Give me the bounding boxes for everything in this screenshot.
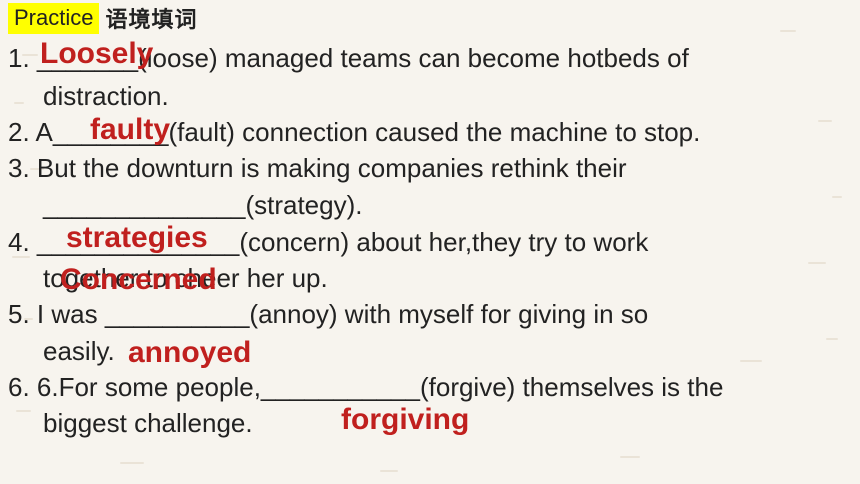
question-5-line-2: easily. <box>43 336 115 366</box>
answer-1: Loosely <box>40 37 154 70</box>
question-4-line-1: 4. ______________(concern) about her,the… <box>8 227 649 257</box>
question-3-line-2: ______________(strategy). <box>43 190 363 220</box>
question-6-line-2: biggest challenge. <box>43 408 253 438</box>
question-4-line-2: together to cheer her up. <box>43 263 328 293</box>
question-6-line-1: 6. 6.For some people,___________(forgive… <box>8 372 724 402</box>
answer-2: faulty <box>90 113 171 146</box>
answer-6: forgiving <box>341 403 470 436</box>
question-3-line-1: 3. But the downturn is making companies … <box>8 153 627 183</box>
practice-tag: Practice <box>8 2 100 34</box>
question-1-line-2: distraction. <box>43 81 169 111</box>
slide-header: Practice 语境填词 <box>8 2 198 34</box>
question-5-line-1: 5. I was __________(annoy) with myself f… <box>8 299 649 329</box>
question-1-line-1: 1. _______(loose) managed teams can beco… <box>8 43 689 73</box>
section-title: 语境填词 <box>105 7 198 33</box>
question-2: 2. A________(fault) connection caused th… <box>8 117 701 147</box>
answer-3: strategies <box>66 221 208 254</box>
answer-5: annoyed <box>128 336 252 369</box>
answer-4: Concerned <box>60 263 217 296</box>
